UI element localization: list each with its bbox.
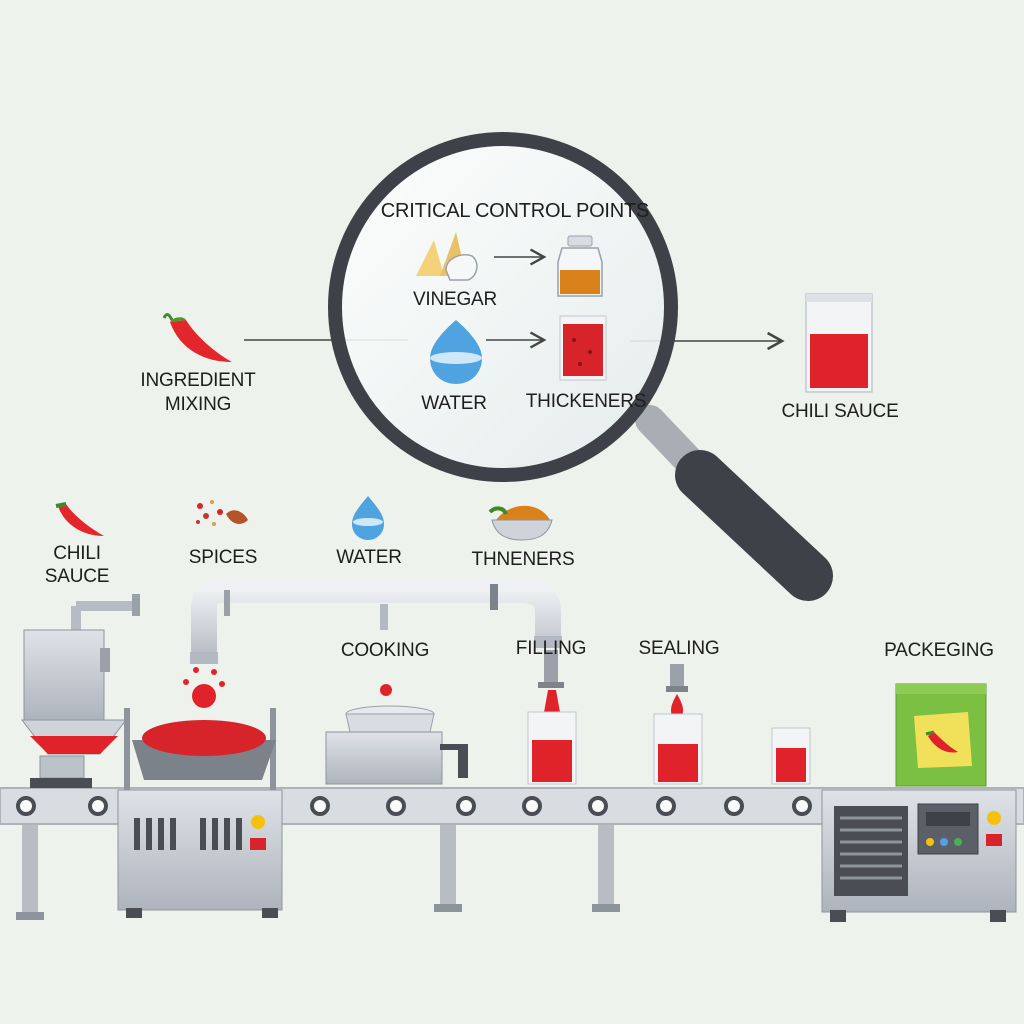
- chili-sauce-output-label: CHILI SAUCE: [781, 401, 899, 422]
- thickeners-bowl-icon: [488, 505, 553, 541]
- water-input-icon: [352, 496, 384, 540]
- ccp-thickeners-label: THICKENERS: [525, 391, 647, 412]
- ccp-vinegar-label: VINEGAR: [412, 289, 498, 310]
- chili-pepper-icon: [162, 313, 232, 362]
- chili-input-label-2: SAUCE: [44, 566, 110, 587]
- supply-pipe: [190, 577, 562, 664]
- ccp-title: CRITICAL CONTROL POINTS: [380, 200, 650, 222]
- filling-station: [527, 650, 577, 785]
- conveyor-rollers: [16, 796, 812, 816]
- packaging-machine: [821, 789, 1017, 922]
- cooking-label: COOKING: [340, 640, 430, 661]
- thickeners-pouch-icon: [559, 315, 607, 381]
- magnifier-lens: [328, 132, 678, 482]
- ingredient-mixing-label-1: INGREDIENT: [140, 370, 256, 391]
- ccp-water-label: WATER: [421, 393, 487, 414]
- water-input-label: WATER: [336, 547, 402, 568]
- sealing-label: SEALING: [638, 638, 720, 659]
- conveyor-legs: [16, 820, 620, 920]
- water-drop-icon: [430, 320, 482, 384]
- thickeners-input-label: THNENERS: [471, 549, 575, 570]
- mixing-machine: [117, 708, 283, 918]
- vinegar-bottle-icon: [557, 235, 603, 297]
- spices-icon: [196, 500, 248, 526]
- chili-input-icon: [55, 502, 104, 536]
- sealing-station: [653, 664, 703, 785]
- packaging-label: PACKEGING: [884, 640, 994, 661]
- cooking-machine: [325, 705, 468, 785]
- magnifier-handle: [635, 405, 833, 601]
- chili-sauce-pouch-icon: [805, 293, 873, 393]
- filling-label: FILLING: [515, 638, 587, 659]
- hopper-machine: [20, 594, 140, 788]
- ingredient-mixing-label-2: MIXING: [164, 394, 232, 415]
- chili-package-icon: [895, 683, 987, 787]
- sealed-pouch: [771, 727, 811, 785]
- vinegar-ingredients-icon: [416, 232, 478, 281]
- spices-label: SPICES: [188, 547, 258, 568]
- chili-input-label-1: CHILI: [53, 543, 101, 564]
